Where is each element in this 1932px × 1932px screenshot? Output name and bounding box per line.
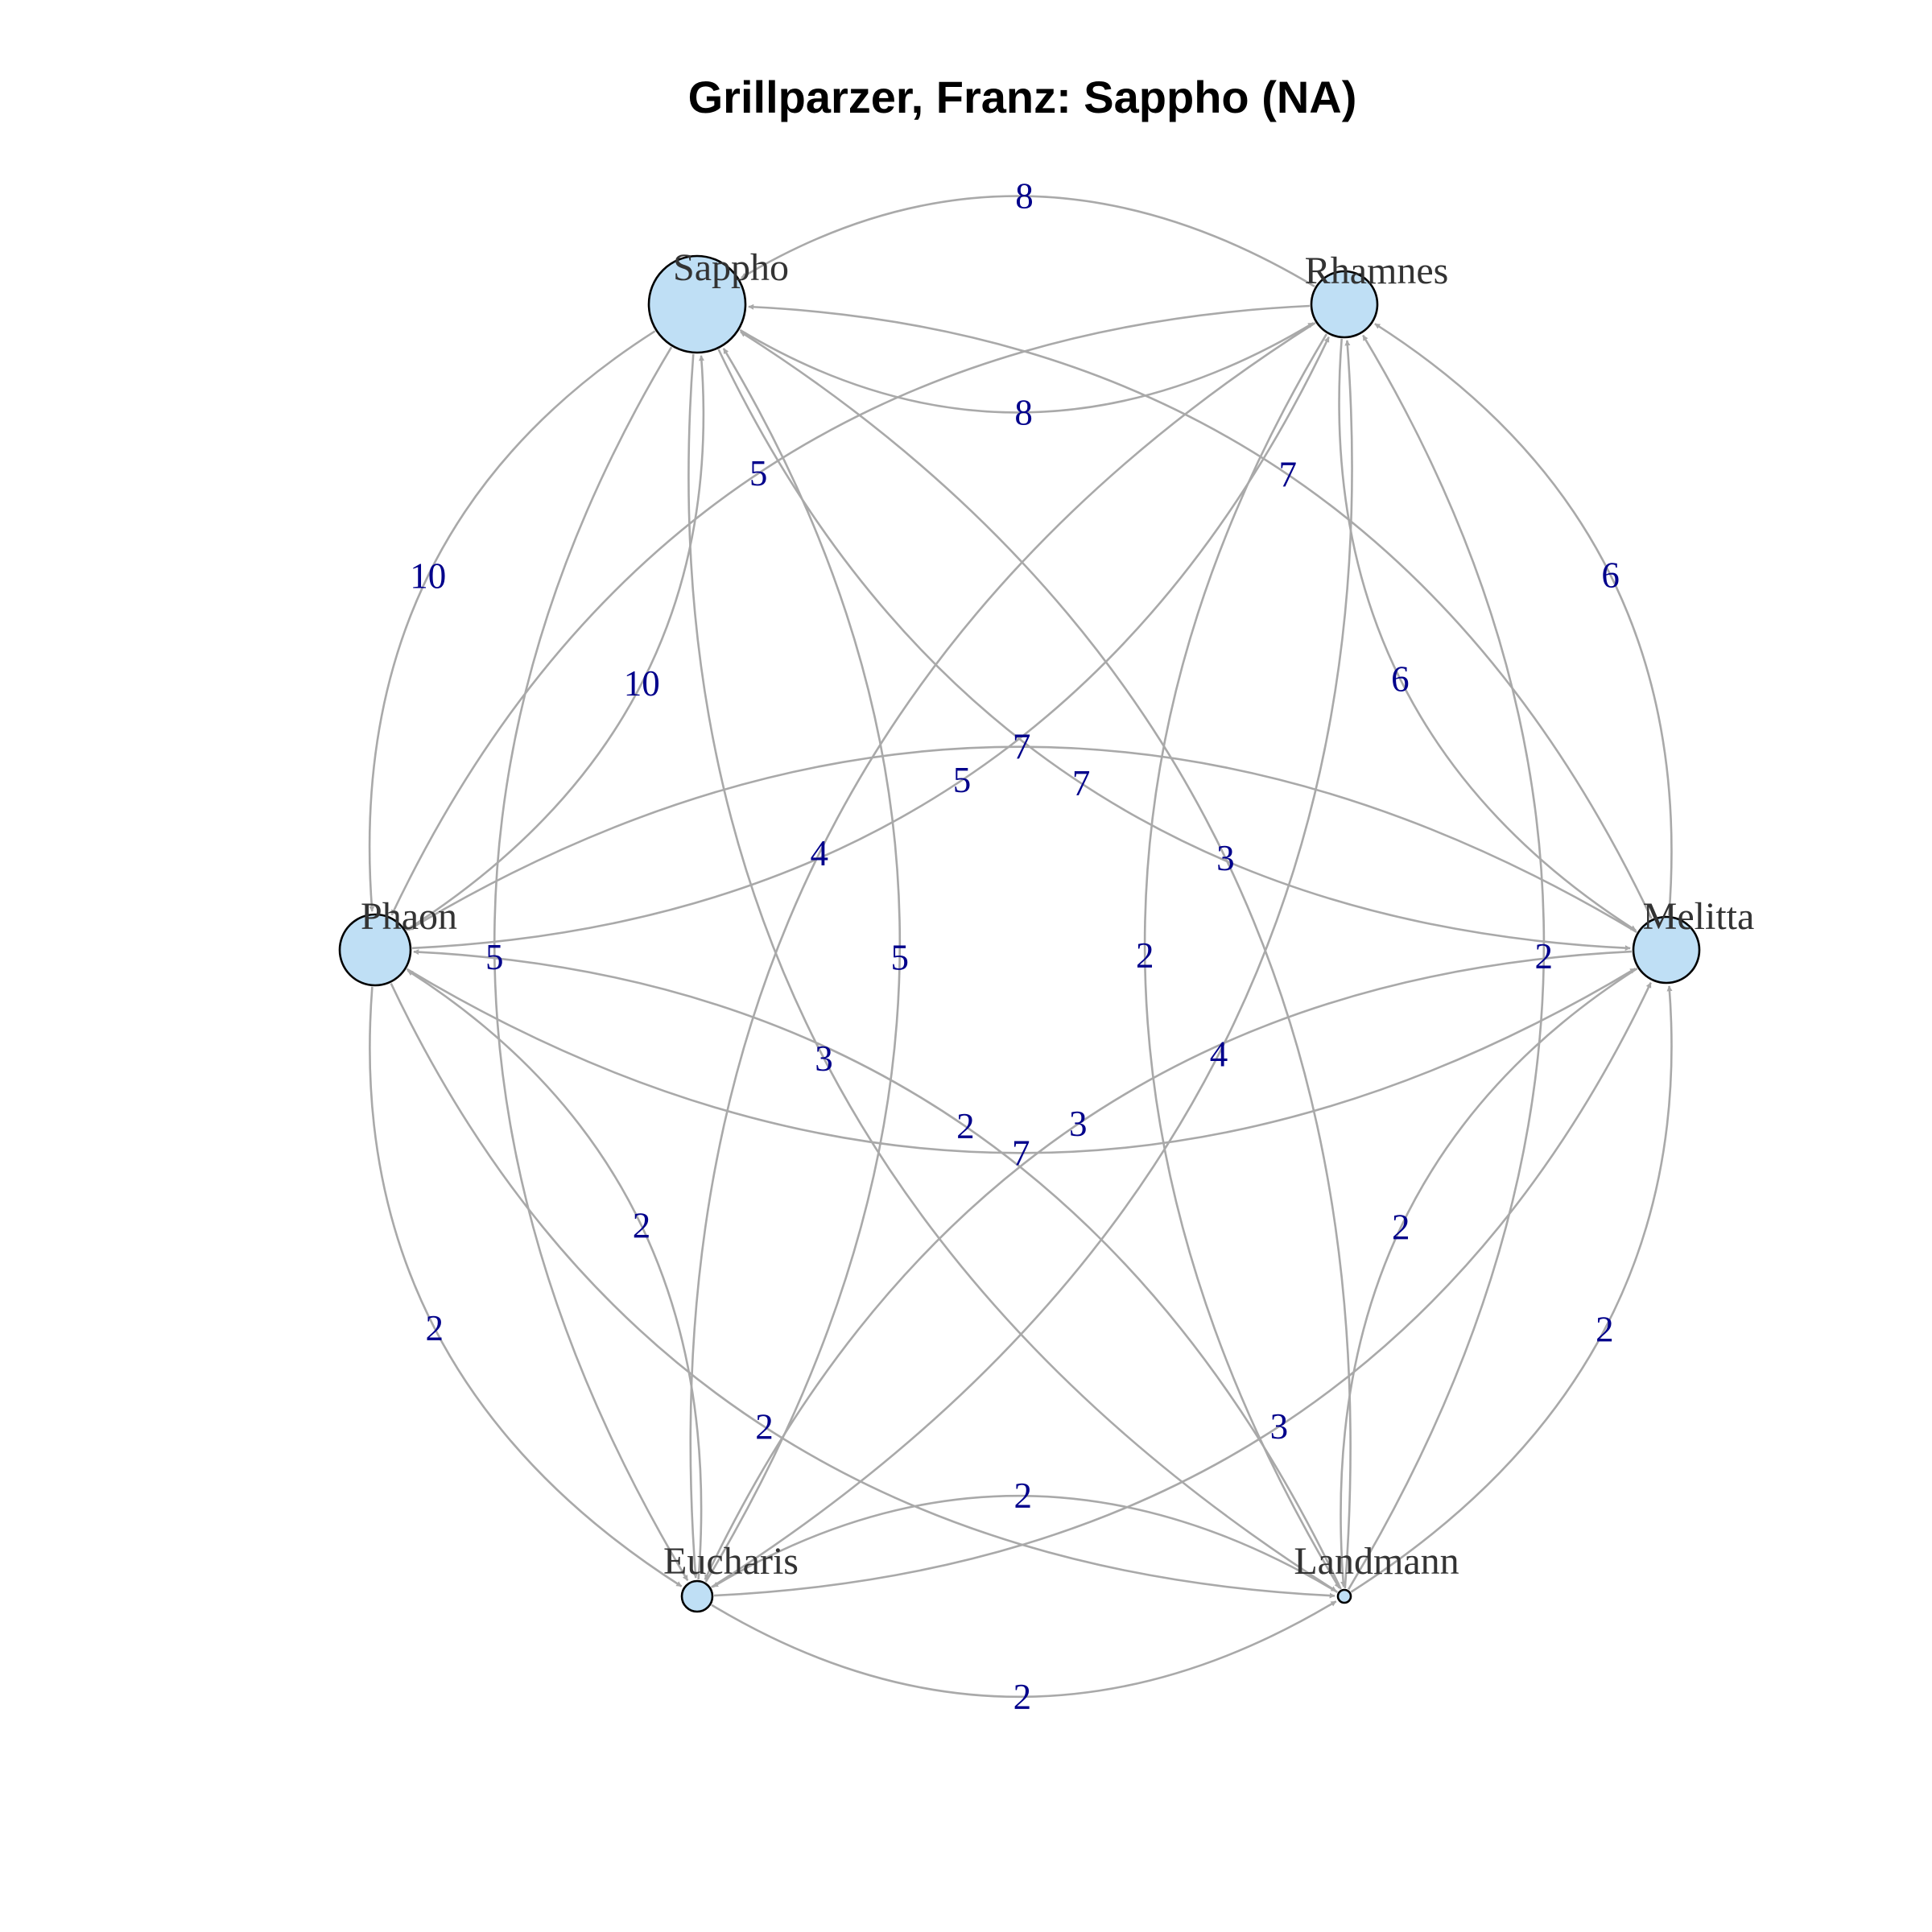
- edge-phaon-to-melitta: [406, 968, 1637, 1154]
- edge-sappho-to-melitta: [717, 349, 1631, 952]
- nodes-layer: [338, 254, 1701, 1613]
- edge-melitta-to-eucharis: [704, 950, 1633, 1580]
- edge-melitta-to-rhamnes: [1374, 323, 1673, 916]
- edge-landmann-to-sappho: [740, 331, 1352, 1589]
- edge-landmann-to-rhamnes: [1347, 334, 1546, 1591]
- node-label-rhamnes: Rhamnes: [1305, 250, 1449, 292]
- edge-label-phaon-to-melitta: 7: [1012, 1133, 1030, 1173]
- edge-label-sappho-to-landmann: 3: [815, 1038, 833, 1079]
- edge-label-melitta-to-landmann: 2: [1392, 1207, 1410, 1247]
- edge-eucharis-to-phaon: [407, 969, 703, 1580]
- edge-label-phaon-to-rhamnes: 5: [953, 760, 972, 800]
- edge-label-melitta-to-sappho: 7: [1278, 454, 1297, 494]
- node-label-melitta: Melitta: [1643, 895, 1755, 938]
- edge-rhamnes-to-eucharis: [689, 322, 1316, 1579]
- node-landmann: [1336, 1588, 1352, 1604]
- edge-label-melitta-to-rhamnes: 6: [1601, 555, 1620, 595]
- diagram-title: Grillparzer, Franz: Sappho (NA): [688, 72, 1357, 122]
- edge-label-sappho-to-melitta: 7: [1072, 763, 1091, 803]
- edge-melitta-to-landmann: [1340, 968, 1638, 1587]
- edge-label-eucharis-to-phaon: 2: [633, 1206, 651, 1246]
- edge-label-phaon-to-sappho: 10: [624, 663, 660, 704]
- edge-label-rhamnes-to-landmann: 2: [1136, 935, 1154, 976]
- edge-eucharis-to-sappho: [704, 348, 901, 1583]
- edge-label-landmann-to-eucharis: 2: [1014, 1476, 1033, 1516]
- edge-phaon-to-eucharis: [369, 986, 683, 1587]
- node-sappho: [647, 254, 747, 354]
- edge-rhamnes-to-phaon: [390, 304, 1311, 916]
- edge-eucharis-to-melitta: [713, 982, 1652, 1597]
- node-label-landmann: Landmann: [1294, 1540, 1459, 1583]
- edge-label-phaon-to-landmann: 2: [755, 1406, 774, 1447]
- node-melitta: [1632, 915, 1701, 985]
- edge-label-phaon-to-eucharis: 2: [426, 1308, 444, 1348]
- node-phaon: [338, 913, 412, 987]
- edge-eucharis-to-rhamnes: [711, 340, 1353, 1588]
- edge-sappho-to-eucharis: [493, 346, 689, 1581]
- edge-rhamnes-to-melitta: [1338, 338, 1637, 931]
- edge-label-melitta-to-phaon: 7: [1013, 727, 1031, 767]
- node-label-sappho: Sappho: [673, 246, 789, 289]
- edge-label-melitta-to-eucharis: 3: [1069, 1104, 1088, 1144]
- edge-rhamnes-to-landmann: [1143, 333, 1340, 1589]
- edge-label-rhamnes-to-melitta: 6: [1391, 659, 1410, 700]
- edge-label-landmann-to-sappho: 3: [1216, 838, 1235, 878]
- edge-label-eucharis-to-rhamnes: 4: [1210, 1034, 1228, 1075]
- edge-sappho-to-rhamnes: [739, 322, 1315, 414]
- edge-label-eucharis-to-melitta: 3: [1270, 1406, 1289, 1447]
- edge-label-eucharis-to-landmann: 2: [1013, 1677, 1032, 1717]
- edge-sappho-to-landmann: [687, 353, 1337, 1592]
- edge-label-landmann-to-melitta: 2: [1596, 1309, 1614, 1349]
- edge-landmann-to-melitta: [1350, 985, 1673, 1593]
- edge-eucharis-to-landmann: [711, 1600, 1337, 1699]
- edge-phaon-to-landmann: [390, 983, 1335, 1599]
- edge-label-rhamnes-to-eucharis: 4: [810, 833, 828, 873]
- node-eucharis: [680, 1579, 714, 1613]
- edge-label-rhamnes-to-phaon: 5: [749, 453, 768, 493]
- edge-label-sappho-to-rhamnes: 8: [1014, 392, 1033, 432]
- edge-melitta-to-phaon: [407, 745, 1637, 934]
- node-label-phaon: Phaon: [361, 895, 457, 938]
- edge-landmann-to-eucharis: [712, 1494, 1339, 1594]
- node-rhamnes: [1310, 270, 1379, 339]
- edge-sappho-to-phaon: [368, 330, 656, 912]
- edge-phaon-to-rhamnes: [411, 336, 1330, 950]
- edge-label-landmann-to-rhamnes: 2: [1535, 936, 1554, 976]
- edge-melitta-to-sappho: [748, 303, 1653, 919]
- edge-rhamnes-to-sappho: [741, 195, 1315, 288]
- edge-label-rhamnes-to-sappho: 8: [1015, 176, 1034, 217]
- edge-label-eucharis-to-sappho: 5: [890, 938, 909, 978]
- edge-label-landmann-to-phaon: 2: [956, 1106, 975, 1146]
- node-label-eucharis: Eucharis: [663, 1540, 799, 1583]
- edge-phaon-to-sappho: [406, 355, 705, 931]
- edge-label-sappho-to-phaon: 10: [410, 555, 446, 596]
- edge-landmann-to-phaon: [413, 949, 1342, 1590]
- edge-label-sappho-to-eucharis: 5: [485, 937, 504, 977]
- edges-layer: [368, 195, 1673, 1699]
